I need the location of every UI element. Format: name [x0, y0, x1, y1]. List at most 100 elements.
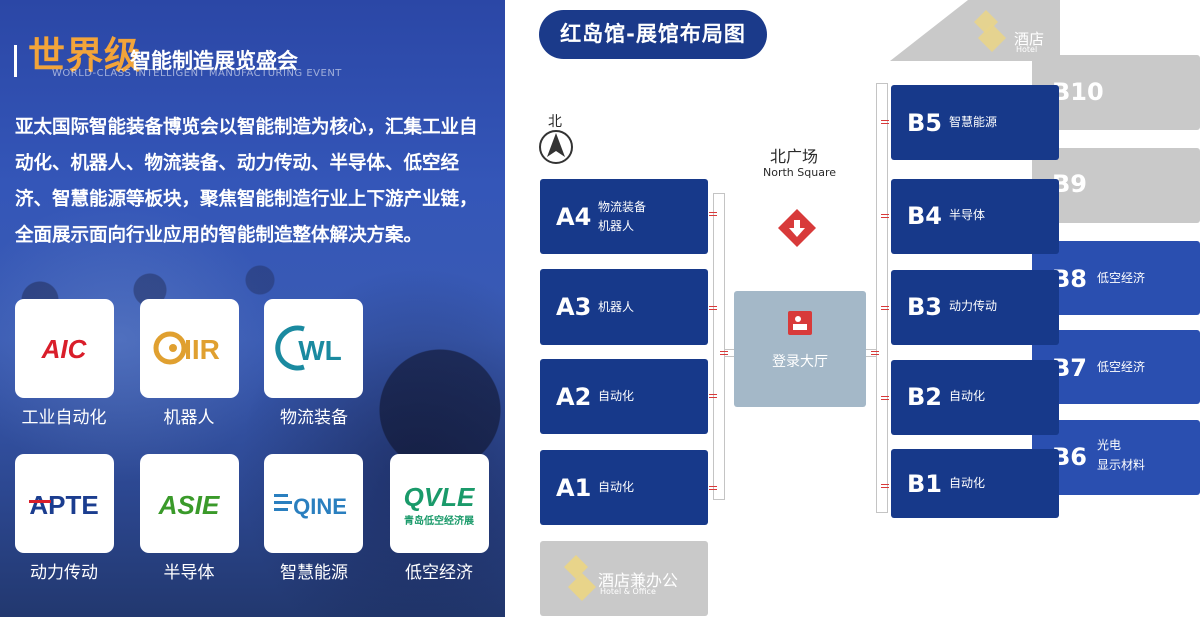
hall-name: 物流装备	[598, 200, 647, 214]
hall-a3[interactable]: A3 机器人	[540, 269, 708, 345]
logo-card-aic[interactable]: AIC	[15, 299, 114, 398]
hall-code: A2	[556, 383, 592, 411]
door-arrow	[871, 351, 879, 355]
ciir-logo-icon: IIR	[153, 331, 220, 365]
hall-a2[interactable]: A2 自动化	[540, 359, 708, 434]
hall-code: B5	[907, 109, 942, 137]
hotel-top-shape	[890, 0, 1060, 61]
title-english: WORLD-CLASS INTELLIGENT MANUFACTURING EV…	[52, 68, 342, 79]
door-arrow	[709, 212, 717, 216]
link-b-lobby	[866, 349, 876, 357]
door-arrow	[709, 394, 717, 398]
hall-b2[interactable]: B2 自动化	[891, 360, 1059, 435]
logo-label-ciir: 机器人	[163, 408, 215, 428]
svg-text:IIR: IIR	[184, 334, 220, 365]
lobby-label: 登录大厅	[772, 354, 828, 370]
door-arrow	[881, 396, 889, 400]
logo-label-apte: 动力传动	[30, 563, 98, 583]
hall-b5[interactable]: B5 智慧能源	[891, 85, 1059, 160]
hall-code: B1	[907, 470, 942, 498]
logo-qvle-subtext: 青岛低空经济展	[404, 514, 474, 527]
asie-logo-icon: ASIE	[158, 490, 220, 520]
cwl-logo-icon: WL	[275, 325, 342, 371]
hall-code: A1	[556, 474, 592, 502]
hotel-top-label: 酒店	[1014, 30, 1045, 48]
hall-code: B4	[907, 202, 942, 230]
hotel-office-label: 酒店兼办公	[598, 571, 679, 590]
hall-code: A3	[556, 293, 592, 321]
hall-b1[interactable]: B1 自动化	[891, 449, 1059, 518]
hall-b4[interactable]: B4 半导体	[891, 179, 1059, 254]
door-arrow	[709, 306, 717, 310]
svg-text:QINE: QINE	[293, 494, 347, 519]
door-arrow	[720, 351, 728, 355]
title-highlight: 世界级	[28, 34, 142, 77]
hall-name: 自动化	[598, 389, 635, 403]
hall-name: 低空经济	[1097, 271, 1146, 285]
hall-name: 自动化	[598, 480, 635, 494]
hall-name-line2: 机器人	[598, 219, 635, 233]
intro-panel: 世界级 智能制造展览盛会 WORLD-CLASS INTELLIGENT MAN…	[0, 0, 505, 617]
hall-name: 智慧能源	[949, 115, 998, 129]
hall-b10[interactable]: B10	[1032, 55, 1200, 130]
logo-label-asie: 半导体	[163, 563, 215, 583]
logo-card-qvle[interactable]: QVLE 青岛低空经济展	[390, 454, 489, 553]
intro-paragraph: 亚太国际智能装备博览会以智能制造为核心，汇集工业自动化、机器人、物流装备、动力传…	[15, 117, 478, 246]
registration-desk-icon	[788, 311, 812, 335]
lobby-block[interactable]: 登录大厅	[734, 291, 866, 407]
hall-name-line2: 显示材料	[1097, 458, 1146, 472]
hall-b7[interactable]: B7 低空经济	[1032, 330, 1200, 404]
hall-b3[interactable]: B3 动力传动	[891, 270, 1059, 345]
aic-logo-icon: AIC	[41, 334, 88, 364]
logo-card-eqine[interactable]: QINE	[264, 454, 363, 553]
logo-apte-text: APTE	[29, 490, 98, 520]
logo-card-cwl[interactable]: WL	[264, 299, 363, 398]
logo-card-ciir[interactable]: IIR	[140, 299, 239, 398]
door-arrow	[881, 484, 889, 488]
hall-code: B10	[1052, 78, 1104, 106]
hall-name: 自动化	[949, 389, 986, 403]
logo-label-aic: 工业自动化	[21, 408, 107, 428]
corridor-b	[876, 83, 888, 513]
north-square-en: North Square	[763, 166, 836, 179]
logo-card-apte[interactable]: APTE	[15, 454, 114, 553]
hall-name: 自动化	[949, 476, 986, 490]
north-compass-icon	[539, 130, 573, 164]
hotel-office-icon	[564, 555, 596, 601]
logo-qvle-text: QVLE	[404, 482, 475, 512]
hall-a1[interactable]: A1 自动化	[540, 450, 708, 525]
logo-aic-text: AIC	[41, 334, 88, 364]
hotel-office-block[interactable]: 酒店兼办公 Hotel & Office	[540, 541, 708, 616]
hall-a4[interactable]: A4 物流装备 机器人	[540, 179, 708, 254]
entrance-arrow-icon	[778, 209, 816, 247]
corridor-a	[713, 193, 725, 500]
hall-name: 动力传动	[949, 299, 998, 313]
hall-name: 低空经济	[1097, 360, 1146, 374]
door-arrow	[881, 306, 889, 310]
logo-asie-text: ASIE	[158, 490, 220, 520]
hall-code: B2	[907, 383, 942, 411]
north-label: 北	[548, 114, 562, 130]
hall-code: B3	[907, 293, 942, 321]
logo-label-cwl: 物流装备	[280, 408, 348, 428]
hall-name: 半导体	[949, 208, 986, 222]
north-square-label: 北广场	[770, 147, 819, 166]
logo-label-eqine: 智慧能源	[280, 563, 348, 583]
hall-name: 光电	[1097, 438, 1122, 452]
eqine-logo-icon: QINE	[274, 494, 347, 519]
qvle-logo-icon: QVLE 青岛低空经济展	[404, 482, 475, 527]
apte-logo-icon: APTE	[29, 490, 99, 520]
svg-text:WL: WL	[298, 335, 342, 366]
logo-label-qvle: 低空经济	[405, 563, 473, 583]
title-accent-bar	[14, 45, 17, 77]
map-title: 红岛馆-展馆布局图	[539, 10, 767, 59]
door-arrow	[709, 486, 717, 490]
logo-card-asie[interactable]: ASIE	[140, 454, 239, 553]
hotel-top-en: Hotel	[1016, 45, 1038, 54]
door-arrow	[881, 214, 889, 218]
hotel-office-en: Hotel & Office	[600, 587, 656, 596]
door-arrow	[881, 120, 889, 124]
title-rest: 智能制造展览盛会	[130, 49, 298, 73]
hall-code: A4	[556, 203, 592, 231]
hall-name: 机器人	[598, 300, 635, 314]
